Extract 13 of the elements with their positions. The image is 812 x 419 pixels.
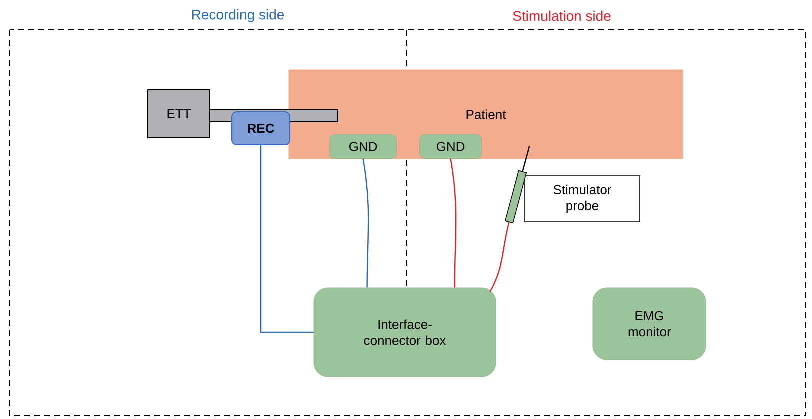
- ett-box: ETT: [148, 90, 210, 138]
- ground-electrode: GND: [420, 134, 482, 159]
- ground-electrode: GND: [330, 134, 397, 159]
- cable-line: [450, 158, 457, 288]
- monitor-box: EMG monitor: [592, 288, 706, 360]
- interface-box: Interface-connector box: [314, 288, 496, 378]
- side-heading: Stimulation side: [513, 10, 611, 22]
- cable-line: [490, 222, 510, 292]
- label-box: Stimulator probe: [524, 176, 640, 222]
- cable-line: [362, 158, 370, 288]
- side-heading: Recording side: [192, 9, 284, 23]
- rec-electrode: REC: [232, 112, 290, 146]
- cable-line: [260, 146, 314, 334]
